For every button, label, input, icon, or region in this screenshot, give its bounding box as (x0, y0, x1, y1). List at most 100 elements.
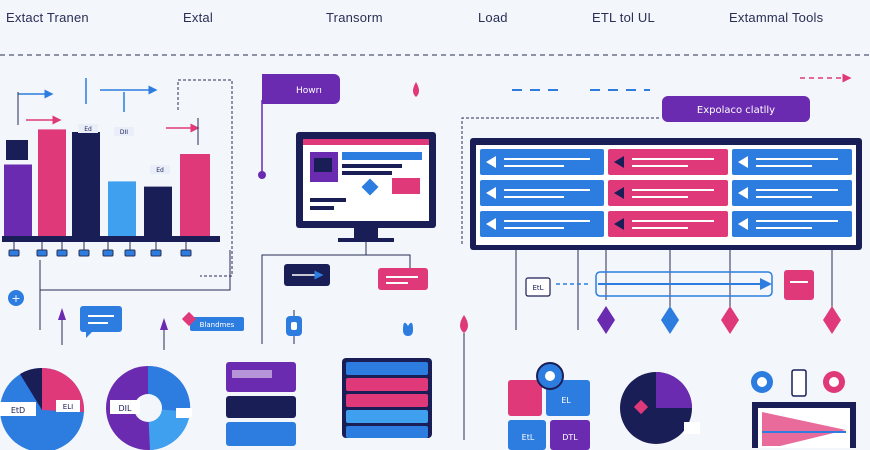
load-row-3[interactable] (346, 394, 428, 407)
monitor-stand (354, 228, 378, 240)
donut-right-slice (656, 372, 692, 408)
table-cell-arrow-r1-c2 (614, 156, 624, 168)
monitor-icon (296, 132, 436, 242)
donut-left-hole (134, 394, 162, 422)
connector-bars-to-feed (39, 250, 231, 291)
table-cell-arrow-r2-c2 (614, 187, 624, 199)
connector-table-bottom (515, 250, 833, 330)
tool-icon-1-inner (757, 377, 767, 387)
add-node-plus: + (11, 292, 20, 305)
load-tile-2 (546, 380, 590, 416)
table-cell-r1-c1[interactable] (480, 149, 604, 175)
table-cell-r2-c2[interactable] (608, 180, 728, 206)
monitor-diamond (361, 178, 379, 196)
callout-node (258, 171, 266, 179)
connector-bars-to-monitor (177, 79, 233, 277)
header-extract-transform: Extact Tranen (6, 10, 89, 25)
table-cell-arrow-r3-c3 (738, 218, 748, 230)
bar-label-1: Ed (84, 126, 92, 133)
chip-diamond (181, 311, 197, 327)
load-row-5[interactable] (346, 426, 428, 438)
header-external-tools: Extammal Tools (729, 10, 824, 25)
load-tag-dtl: DTL (562, 433, 578, 442)
monitor-bar-2 (342, 164, 402, 168)
blend-chip[interactable] (190, 317, 244, 331)
doc-stack-bottom (226, 422, 296, 446)
load-row-1[interactable] (346, 362, 428, 375)
table-title-badge (662, 96, 810, 122)
connector-right-frame (461, 117, 660, 244)
table-cell-r3-c2[interactable] (608, 211, 728, 237)
load-tag-el: EL (561, 396, 571, 405)
tool-icon-2-inner (829, 377, 839, 387)
load-tile-4 (550, 420, 590, 450)
bar-1 (4, 164, 32, 236)
donut-left-slice-light (148, 408, 190, 450)
table-cell-r2-c1[interactable] (480, 180, 604, 206)
monitor-panel-img (314, 158, 332, 172)
connector-monitor-right (366, 254, 411, 270)
bar-4 (108, 181, 136, 236)
pink-card[interactable] (378, 268, 428, 290)
bar-tag-2 (114, 127, 134, 136)
pie-left-label-box (0, 402, 36, 416)
flow-diamond-3 (721, 306, 739, 334)
chat-bubble (80, 306, 122, 332)
monitor-bar-1 (342, 152, 422, 160)
monitor-bar-3 (342, 171, 392, 175)
drop-icon-top (413, 82, 419, 97)
pin-left-1 (58, 308, 66, 320)
tool-icon-phone[interactable] (791, 369, 807, 397)
table-cell-arrow-r3-c2 (614, 218, 624, 230)
bar-6 (180, 154, 210, 236)
bar-1-cap (6, 140, 28, 160)
doc-stack-mid (226, 396, 296, 418)
table-cell-arrow-r2-c1 (486, 187, 496, 199)
pink-tile[interactable] (784, 270, 814, 300)
lock-hole (291, 322, 297, 330)
bar-tag-1 (78, 124, 98, 133)
table-cell-arrow-r1-c1 (486, 156, 496, 168)
donut-right (620, 372, 700, 444)
pie-left-tag-box (56, 400, 80, 412)
flow-diamond-4 (823, 306, 841, 334)
monitor-line-2 (310, 206, 334, 210)
table-cell-arrow-r2-c3 (738, 187, 748, 199)
bar-label-2: DII (120, 129, 128, 136)
bar-foot-3 (56, 249, 68, 257)
load-row-2[interactable] (346, 378, 428, 391)
bar-5 (144, 186, 172, 236)
table-cell-r3-c1[interactable] (480, 211, 604, 237)
table-cell-r3-c3[interactable] (732, 211, 852, 237)
load-row-4[interactable] (346, 410, 428, 423)
bar-chart: Ed DII Ed (2, 78, 220, 257)
donut-left-label: DIL (119, 404, 133, 413)
add-node-icon[interactable] (8, 290, 24, 306)
flow-diamond-2 (661, 306, 679, 334)
header-transform: Transorm (326, 10, 383, 25)
monitor-titlebar (303, 139, 429, 145)
load-tile-1 (508, 380, 542, 416)
table-cell-r1-c3[interactable] (732, 149, 852, 175)
flow-diamond-1 (597, 306, 615, 334)
table-cell-r1-c2[interactable] (608, 149, 728, 175)
doc-stack (226, 362, 296, 446)
load-tag-etl: EtL (522, 433, 535, 442)
transform-table (470, 138, 862, 250)
monitor-line-1 (310, 198, 346, 202)
bar-foot-6 (124, 249, 136, 257)
chat-tail (86, 332, 92, 338)
donut-right-diamond (633, 399, 649, 415)
connector-monitor-down (261, 242, 367, 310)
connector-box-1 (525, 277, 551, 297)
donut-left: DIL (106, 365, 192, 450)
bar-3 (72, 132, 100, 236)
table-title: Expolaco clatlly (697, 105, 775, 116)
table-cell-r2-c3[interactable] (732, 180, 852, 206)
bar-chart-baseline (2, 236, 220, 242)
header-load: Load (478, 10, 508, 25)
header-extract: Extal (183, 10, 213, 25)
bar-foot-1 (8, 249, 20, 257)
